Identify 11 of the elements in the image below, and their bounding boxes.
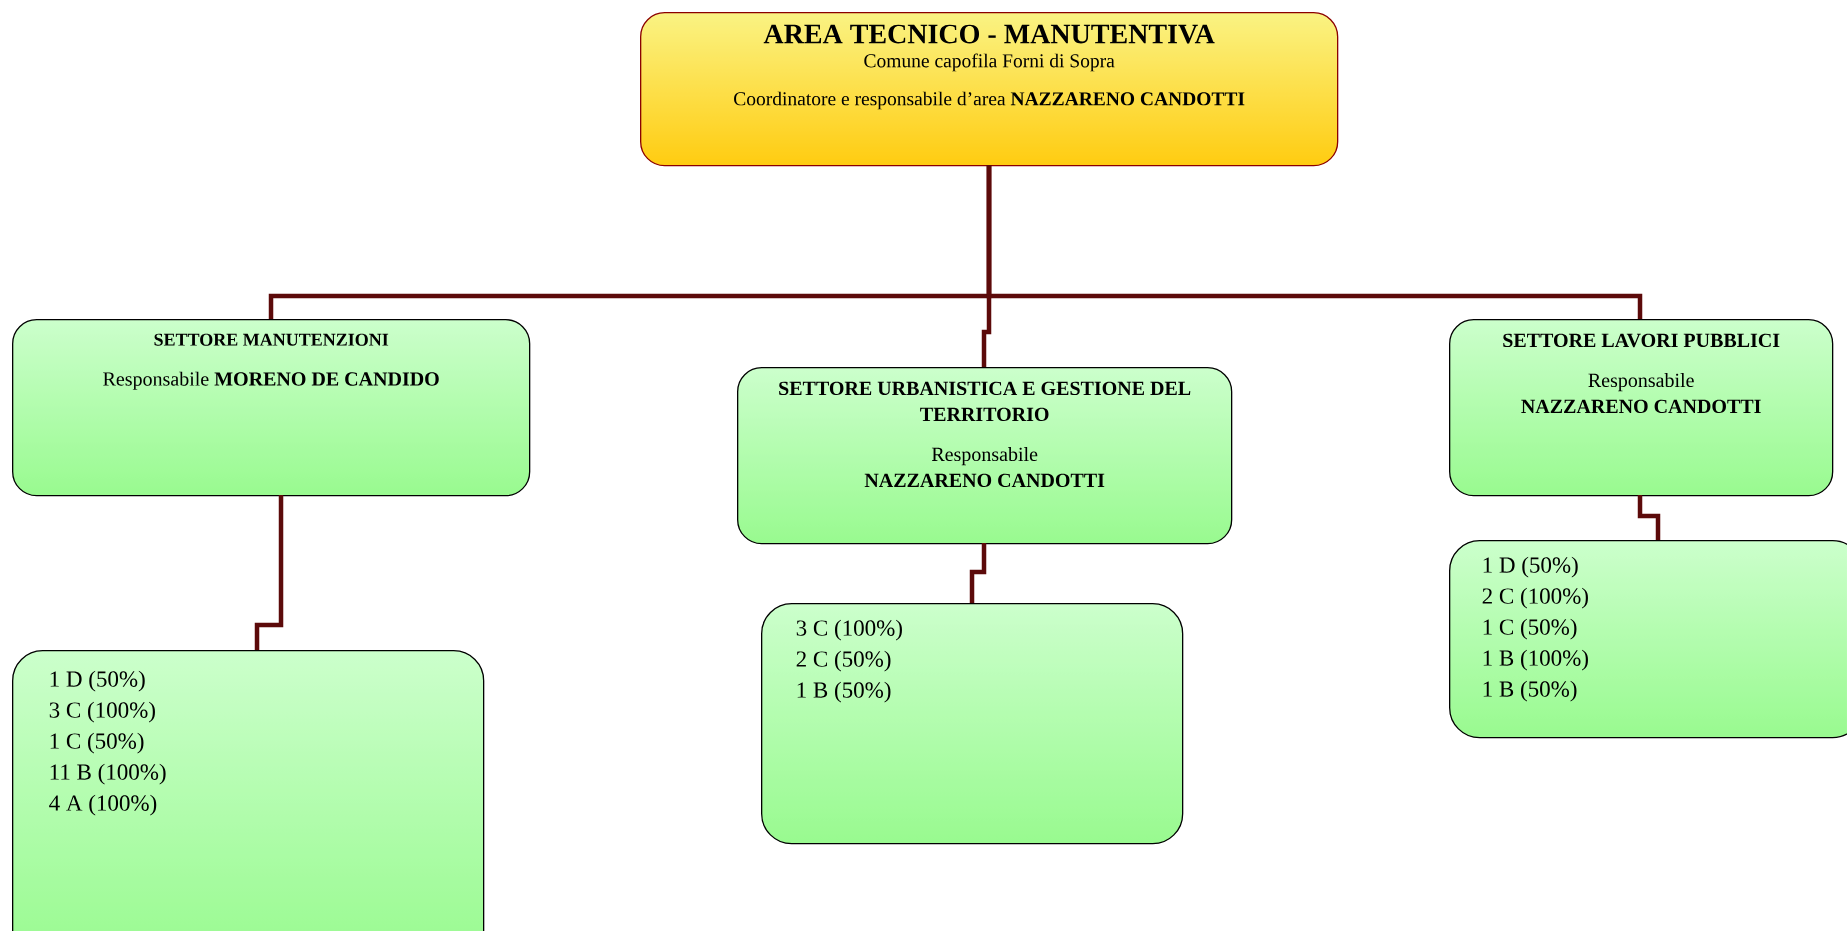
staff-box: 1 D (50%) 2 C (100%) 1 C (50%) 1 B (100%) 1 B (50%) [1449,540,1847,739]
sector-box: SETTORE LAVORI PUBBLICI Responsabile NAZZARENO CANDOTTI [1449,319,1834,497]
connector-line [986,165,1643,319]
connector-line [1637,495,1661,540]
staff-box: 1 D (50%) 3 C (100%) 1 C (50%) 11 B (100%) 4 A (100%) [12,650,485,931]
connector-line [254,495,284,650]
connector-line [969,543,987,603]
staff-box: 3 C (100%) 2 C (50%) 1 B (50%) [761,603,1184,845]
sector-box: SETTORE URBANISTICA E GESTIONE DEL TERRITORIO Responsabile NAZZARENO CANDOTTI [737,367,1233,545]
area-box: AREA TECNICO - MANUTENTIVA Comune capofila Forni di Sopra Coordinatore e responsabile d’area NAZZARENO CANDOTTI [640,12,1339,167]
sector-box: SETTORE MANUTENZIONI Responsabile MORENO DE CANDIDO [12,319,531,497]
